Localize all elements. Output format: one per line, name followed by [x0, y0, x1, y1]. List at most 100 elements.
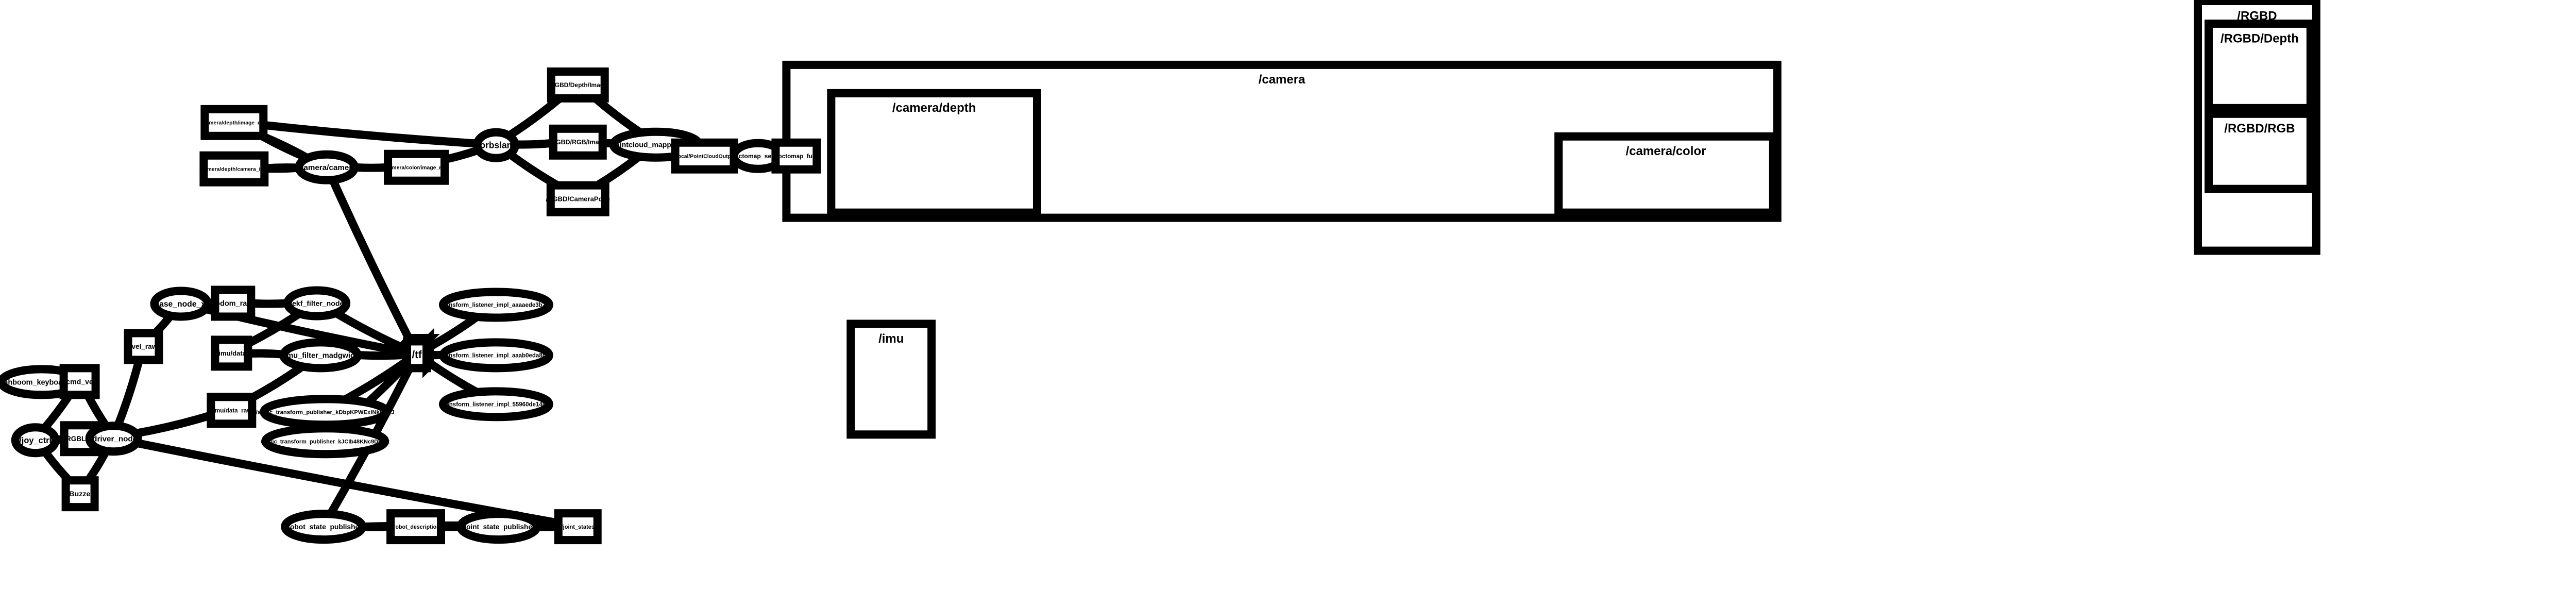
node-shape-ellipse[interactable] — [11, 423, 60, 458]
node-RGBD_Depth_Image[interactable]: /RGBD/Depth/Image — [547, 67, 609, 103]
node-stp_kJCIb48KNc9DETiz[interactable]: /static_transform_publisher_kJCIb48KNc9D… — [261, 424, 390, 459]
node-Buzzer[interactable]: /Buzzer — [61, 476, 99, 512]
node-tli_aaab0eda8b40[interactable]: /transform_listener_impl_aaab0eda8b40 — [438, 338, 553, 373]
node-shape-box[interactable] — [386, 509, 445, 545]
node-shape-box[interactable] — [384, 149, 449, 185]
node-odom_raw[interactable]: /odom_raw — [211, 285, 256, 321]
node-shape-box[interactable] — [554, 509, 602, 545]
node-driver_node[interactable]: /driver_node — [85, 422, 142, 456]
edge-line — [250, 363, 305, 401]
node-label: /static_transform_publisher_kJCIb48KNc9D… — [261, 439, 390, 445]
cluster-label: /RGBD/Depth — [2221, 31, 2299, 45]
cluster-border — [2204, 109, 2315, 193]
node-shape-box[interactable] — [549, 124, 607, 160]
node-RGBD_CameraPose[interactable]: /RGBD/CameraPose — [546, 181, 610, 216]
node-camera_color_image_raw[interactable]: /camera/color/image_raw — [384, 149, 449, 185]
node-label: /driver_node — [90, 434, 137, 443]
node-label: /ekf_filter_node — [290, 299, 344, 307]
node-label: /transform_listener_impl_aaaaede3b2b0 — [439, 302, 552, 309]
node-shape-ellipse[interactable] — [472, 128, 519, 162]
node-shape-box3d-front[interactable] — [403, 337, 431, 373]
edge-orbslam-to-RGBD_RGB_Image — [515, 139, 554, 149]
node-shape-box[interactable] — [211, 285, 256, 321]
node-label: /robot_description — [392, 524, 439, 530]
node-shape-box[interactable] — [200, 105, 268, 140]
node-shape-ellipse[interactable] — [150, 287, 212, 321]
node-robot_description[interactable]: /robot_description — [386, 509, 445, 545]
node-label: /static_transform_publisher_kDbpKPWExlNk… — [256, 409, 395, 415]
node-label: /RGBD/CameraPose — [546, 195, 610, 203]
node-label: /imu_filter_madgwick — [282, 351, 359, 360]
node-camera_depth_image_raw[interactable]: /camera/depth/image_raw — [200, 105, 268, 140]
edge-camera_camera-to-camera_color_image_raw — [354, 163, 388, 172]
node-shape-ellipse[interactable] — [295, 150, 359, 184]
node-label: /vel_raw — [130, 343, 158, 350]
node-joint_state_publisher[interactable]: /joint_state_publisher — [456, 510, 541, 544]
node-label: /camera/color/image_raw — [384, 165, 449, 171]
node-vel_raw[interactable]: /vel_raw — [124, 329, 163, 364]
node-label: /robot_state_publisher — [285, 523, 363, 531]
node-cmd_vel[interactable]: /cmd_vel — [59, 364, 100, 399]
edge-line — [595, 153, 642, 189]
node-orbslam[interactable]: /orbslam — [472, 128, 519, 162]
node-shape-box[interactable] — [199, 151, 269, 187]
cluster-border — [827, 89, 1041, 217]
node-shape-box[interactable] — [59, 364, 100, 399]
node-label: /imu/data — [217, 349, 247, 357]
cluster-label: /camera — [1259, 73, 1306, 87]
node-ekf_filter_node[interactable]: /ekf_filter_node — [283, 286, 351, 321]
node-stp_kDbpKPWExlNkeSQJ[interactable]: /static_transform_publisher_kDbpKPWExlNk… — [256, 395, 395, 429]
node-shape-box[interactable] — [207, 393, 257, 428]
edge-imu_filter_madgwick-to-imu_data — [248, 349, 284, 359]
node-shape-ellipse[interactable] — [279, 338, 362, 373]
node-tf[interactable]: /tf — [397, 328, 440, 378]
node-label: /joint_states — [562, 524, 595, 530]
node-joint_states[interactable]: /joint_states — [554, 509, 602, 545]
cluster-camera_color: /camera/color — [1554, 132, 1777, 217]
node-imu_data[interactable]: /imu/data — [211, 335, 252, 371]
node-robot_state_publisher[interactable]: /robot_state_publisher — [281, 510, 367, 544]
cluster-border — [2204, 19, 2315, 112]
node-shape-ellipse[interactable] — [283, 286, 351, 321]
node-shape-box[interactable] — [771, 138, 821, 174]
edge-line — [114, 359, 143, 428]
node-shape-ellipse[interactable] — [438, 338, 553, 373]
node-tli_55960de14840[interactable]: /transform_listener_impl_55960de14840 — [438, 387, 553, 422]
edge-line — [334, 309, 409, 354]
node-imu_filter_madgwick[interactable]: /imu_filter_madgwick — [279, 338, 362, 373]
edge-camera_camera-to-camera_depth_camera_info — [264, 163, 299, 173]
node-octomap_full[interactable]: /octomap_full — [771, 138, 821, 174]
edge-line — [506, 95, 563, 140]
node-shape-ellipse[interactable] — [85, 422, 142, 456]
cluster-camera_depth: /camera/depth — [827, 89, 1041, 217]
node-RGBD_RGB_Image[interactable]: /RGBD/RGB/Image — [549, 124, 607, 160]
node-shape-ellipse[interactable] — [281, 510, 367, 544]
cluster-imu: /imu — [846, 319, 936, 439]
node-joy_ctrl[interactable]: /joy_ctrl — [11, 423, 60, 458]
node-shape-box[interactable] — [211, 335, 252, 371]
node-shape-ellipse[interactable] — [261, 424, 389, 459]
node-shape-ellipse[interactable] — [438, 288, 553, 322]
node-camera_camera[interactable]: /camera/camera — [295, 150, 359, 184]
node-label: /base_node_x1 — [152, 300, 210, 309]
node-camera_depth_camera_info[interactable]: /camera/depth/camera_info — [199, 151, 269, 187]
edge-line — [329, 178, 414, 344]
node-tli_aaaaede3b2b0[interactable]: /transform_listener_impl_aaaaede3b2b0 — [438, 288, 553, 322]
node-shape-box[interactable] — [61, 476, 99, 512]
node-imu_data_raw[interactable]: /imu/data_raw — [207, 393, 257, 428]
cluster-label: /RGBD/RGB — [2224, 122, 2295, 136]
edge-line — [246, 310, 302, 347]
node-base_node_x1[interactable]: /base_node_x1 — [150, 287, 212, 321]
node-shape-box[interactable] — [547, 67, 609, 103]
node-label: /imu/data_raw — [211, 408, 252, 414]
cluster-camera: /camera — [782, 60, 1782, 222]
node-label: /tf — [412, 349, 421, 361]
node-shape-box[interactable] — [546, 181, 609, 216]
node-shape-box[interactable] — [124, 329, 163, 364]
cluster-rgbd_rgb: /RGBD/RGB — [2204, 109, 2315, 193]
node-shape-ellipse[interactable] — [438, 387, 553, 422]
node-label: /joint_state_publisher — [463, 523, 535, 531]
node-shape-ellipse[interactable] — [456, 510, 541, 544]
node-Local_PointCloudOutput[interactable]: /Local/PointCloudOutput — [671, 138, 738, 174]
